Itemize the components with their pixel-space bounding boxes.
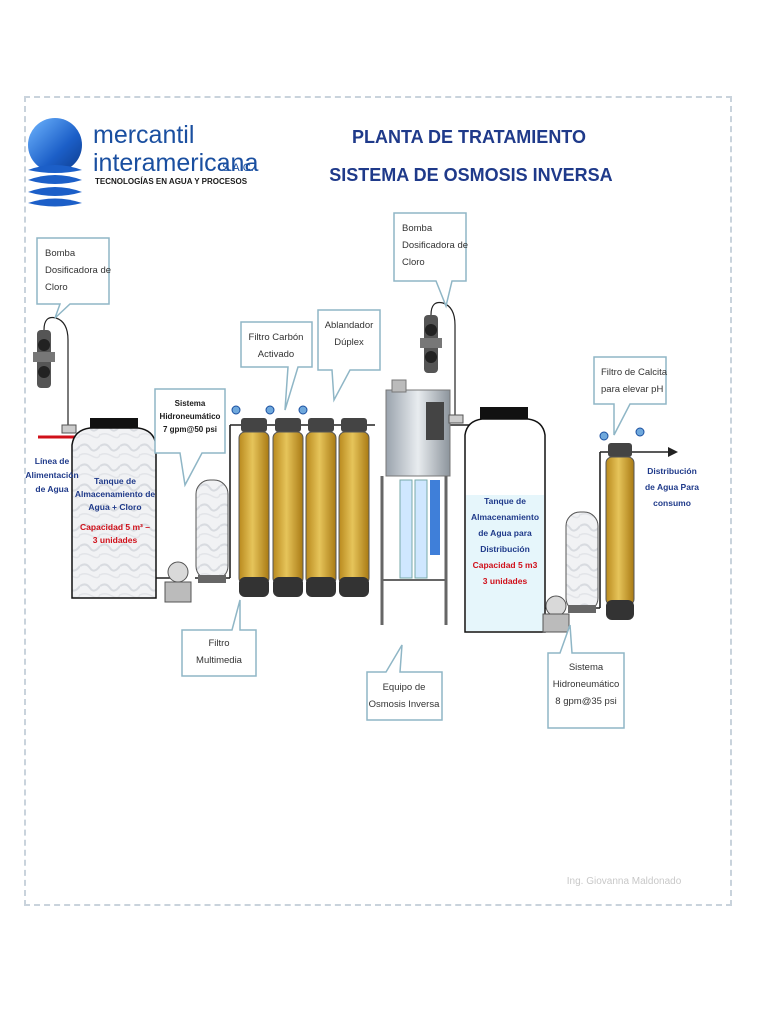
callout-hidro2-line: 8 gpm@35 psi (555, 696, 616, 707)
callout-osmosis-line: Equipo de (383, 682, 426, 693)
filter-multimedia (238, 418, 270, 597)
callout-reverse-osmosis: Equipo de Osmosis Inversa (366, 644, 443, 721)
label-tanque2-capacity: 3 unidades (483, 576, 528, 586)
title-line2: SISTEMA DE OSMOSIS INVERSA (329, 165, 612, 185)
callout-multimedia-line: Filtro (208, 638, 229, 649)
label-tanque1-line: Almacenamiento de (75, 489, 156, 499)
callout-calcite: Filtro de Calcita para elevar pH (593, 356, 668, 436)
author-credit: Ing. Giovanna Maldonado (567, 876, 682, 887)
callout-bomba1-line: Dosificadora de (45, 265, 111, 276)
label-linea-line: Alimentación (25, 470, 78, 480)
label-tanque2-line: Tanque de (484, 496, 526, 506)
brand-tagline: TECNOLOGÍAS EN AGUA Y PROCESOS (95, 177, 248, 186)
hydro-pump-2 (542, 595, 570, 633)
label-distribucion-line: consumo (653, 498, 691, 508)
filter-softener-2 (338, 418, 370, 597)
reverse-osmosis-unit (380, 379, 451, 625)
callout-bomba2-line: Bomba (402, 223, 433, 234)
callout-ablandador-line: Ablandador (325, 320, 374, 331)
label-tanque2-line: de Agua para (478, 528, 532, 538)
callout-carbon-line: Activado (258, 349, 294, 360)
brand-suffix: S.A.C. (222, 162, 254, 174)
filter-calcite (605, 443, 635, 620)
storage-tank-distribution (464, 407, 546, 633)
callout-bomba2-line: Cloro (402, 257, 425, 268)
callout-ablandador-line: Dúplex (334, 337, 364, 348)
callout-multimedia-line: Multimedia (196, 655, 243, 666)
callout-bomba1-line: Cloro (45, 282, 68, 293)
arrow-icon (668, 447, 678, 457)
callout-bomba2-line: Dosificadora de (402, 240, 468, 251)
label-tanque2-capacity: Capacidad 5 m3 (473, 560, 538, 570)
callout-hidro2-line: Hidroneumático (553, 679, 620, 690)
label-tanque1-line: Tanque de (94, 476, 136, 486)
callout-hidro1-line: 7 gpm@50 psi (163, 425, 217, 434)
callout-calcita-line: Filtro de Calcita (601, 367, 668, 378)
label-linea-line: de Agua (35, 484, 68, 494)
brand-name-line2: interamericana (93, 149, 258, 177)
label-tanque2-line: Distribución (480, 544, 530, 554)
label-tanque2-line: Almacenamiento (471, 512, 539, 522)
hydro-tank-1 (195, 479, 229, 583)
label-tanque1-capacity: Capacidad 5 m³ – (80, 522, 150, 532)
valve-icons (231, 405, 645, 441)
callout-carbon-line: Filtro Carbón (249, 332, 304, 343)
brand-name-line1: mercantil (93, 121, 194, 149)
svg-text:Capacidad 5 m³ –3 unidades: Capacidad 5 m³ – 3 unidades (80, 522, 150, 545)
label-distribucion-line: Distribución (647, 466, 697, 476)
hydro-tank-2 (565, 511, 599, 613)
hydro-pump-1 (164, 561, 192, 603)
wave-icon (28, 175, 82, 184)
callout-osmosis-line: Osmosis Inversa (369, 699, 440, 710)
label-tanque1-capacity: 3 unidades (93, 535, 138, 545)
svg-text:Capacidad 5 m33 unidades: Capacidad 5 m3 3 unidades (473, 560, 538, 586)
title-line1: PLANTA DE TRATAMIENTO (352, 127, 586, 147)
globe-icon (28, 118, 82, 172)
callout-calcita-line: para elevar pH (601, 384, 663, 395)
label-tanque1-line: Agua + Cloro (88, 502, 141, 512)
callout-hidro2-line: Sistema (569, 662, 604, 673)
label-linea-line: Línea de (35, 456, 70, 466)
label-distribucion-line: de Agua Para (645, 482, 699, 492)
dosing-pump-1 (33, 316, 77, 434)
filter-carbon-activated (272, 418, 304, 597)
callout-bomba1-line: Bomba (45, 248, 76, 259)
callout-hidro1-line: Sistema (175, 399, 206, 408)
filter-softener-1 (305, 418, 337, 597)
company-logo (28, 118, 82, 207)
callout-hidro1-line: Hidroneumático (160, 412, 221, 421)
dosing-pump-2 (420, 301, 464, 424)
